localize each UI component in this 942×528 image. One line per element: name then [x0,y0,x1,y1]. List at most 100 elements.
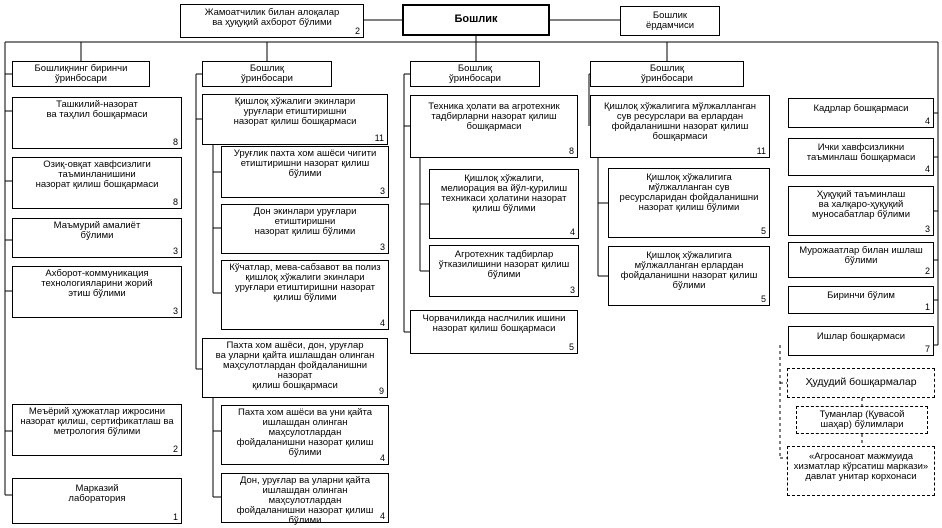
first-deputy-box: Бошлиқнинг биринчи ўринбосари [12,61,150,87]
c4-land-box: Қишлоқ хўжалигига мўлжалланган ерлардан … [608,246,770,306]
c1-normative-title: Меъёрий ҳужжатлар ижросини назорат қилиш… [20,406,174,437]
c2-cotton-seed-staff: 3 [379,186,385,196]
c2-seedlings-box: Кўчатлар, мева-сабзавот ва полиз қишлоқ … [221,260,389,330]
c1-central-lab-staff: 1 [172,512,178,522]
r-legal-box: Ҳуқуқий таъминлаш ва халқаро-ҳуқуқий мун… [788,186,934,236]
deputy-3-title: Бошлиқ ўринбосари [449,63,501,84]
r-appeals-box: Мурожаатлар билан ишлаш бўлими 2 [788,242,934,278]
c4-water-box: Қишлоқ хўжалигига мўлжалланган сув ресур… [608,168,770,238]
c2-cotton-seed-box: Уруғлик пахта хом ашёси чигити етиштириш… [221,146,389,198]
c3-technical-dept-title: Техника ҳолати ва агротехник тадбирларни… [428,101,560,132]
press-service-title: Жамоатчилик билан алоқалар ва ҳуқуқий ах… [204,7,340,28]
c3-livestock-box: Чорвачиликда наслчилик ишини назорат қил… [410,310,578,354]
c4-water-land-dept-staff: 11 [756,146,766,156]
c2-seeds-dept-title: Қишлоқ хўжалиги экинлари уруғлари етишти… [233,96,357,127]
r-first-dept-staff: 1 [924,302,930,312]
r-personnel-staff: 4 [924,116,930,126]
c3-agrotech-title: Агротехник тадбирлар ўтказилишини назора… [438,249,570,280]
c3-machinery-title: Қишлоқ хўжалиги, мелиорация ва йўл-қурил… [440,173,568,214]
c3-machinery-staff: 4 [569,227,575,237]
c2-grain-seed-title: Дон экинлари уруғлари етиштиришни назора… [253,206,357,237]
c1-admin-practice-staff: 3 [172,246,178,256]
c1-ict-box: Ахборот-коммуникация технологияларини жо… [12,266,182,318]
c2-cotton-grain-dept-title: Пахта хом ашёси, дон, уруғлар ва уларни … [215,340,375,391]
c4-water-staff: 5 [760,226,766,236]
c1-food-safety-staff: 8 [172,197,178,207]
c1-central-lab-box: Марказий лаборатория 1 [12,478,182,524]
r-affairs-box: Ишлар бошқармаси 7 [788,326,934,356]
c3-agrotech-box: Агротехник тадбирлар ўтказилишини назора… [429,245,579,297]
r-appeals-staff: 2 [924,266,930,276]
r-districts-title: Туманлар (Қувасой шаҳар) бўлимлари [819,409,905,430]
c1-org-control-box: Ташкилий-назорат ва таҳлил бошқармаси 8 [12,97,182,149]
head-title: Бошлик [454,13,498,25]
c2-grain-seed-staff: 3 [379,242,385,252]
c3-livestock-staff: 5 [568,342,574,352]
deputy-2-box: Бошлиқ ўринбосари [202,61,332,87]
c3-agrotech-staff: 3 [569,285,575,295]
c3-machinery-box: Қишлоқ хўжалиги, мелиорация ва йўл-қурил… [429,169,579,239]
c2-grain-use-box: Дон, уруғлар ва уларни қайта ишлашдан ол… [221,473,389,526]
c2-cotton-grain-dept-box: Пахта хом ашёси, дон, уруғлар ва уларни … [202,338,388,398]
r-security-title: Ички хавфсизликни таъминлаш бошқармаси [806,142,916,163]
c1-org-control-staff: 8 [172,137,178,147]
press-service-staff: 2 [354,26,360,36]
c4-land-staff: 5 [760,294,766,304]
c2-grain-use-title: Дон, уруғлар ва уларни қайта ишлашдан ол… [236,475,374,526]
c1-ict-title: Ахборот-коммуникация технологияларини жо… [41,268,153,299]
deputy-4-title: Бошлиқ ўринбосари [641,63,693,84]
r-regional-box: Ҳудудий бошқармалар [787,368,935,398]
c3-technical-dept-box: Техника ҳолати ва агротехник тадбирларни… [410,95,578,158]
c1-normative-box: Меъёрий ҳужжатлар ижросини назорат қилиш… [12,404,182,456]
r-legal-staff: 3 [924,224,930,234]
c2-cotton-seed-title: Уруғлик пахта хом ашёси чигити етиштириш… [233,148,377,179]
c2-grain-use-staff: 4 [379,511,385,521]
r-security-staff: 4 [924,164,930,174]
deputy-3-box: Бошлиқ ўринбосари [410,61,540,87]
c2-cotton-grain-dept-staff: 9 [378,386,384,396]
c4-water-title: Қишлоқ хўжалигига мўлжалланган сув ресур… [619,172,759,213]
c1-admin-practice-box: Маъмурий амалиёт бўлими 3 [12,218,182,258]
c3-technical-dept-staff: 8 [568,146,574,156]
deputy-4-box: Бошлиқ ўринбосари [590,61,744,87]
assistant-box: Бошлик ёрдамчиси [620,6,720,36]
r-personnel-title: Кадрлар бошқармаси [813,103,909,114]
r-personnel-box: Кадрлар бошқармаси 4 [788,98,934,128]
c1-central-lab-title: Марказий лаборатория [68,483,126,504]
assistant-title: Бошлик ёрдамчиси [645,10,695,31]
c3-livestock-title: Чорвачиликда наслчилик ишини назорат қил… [422,313,566,334]
c2-cotton-use-staff: 4 [379,453,385,463]
c4-water-land-dept-box: Қишлоқ хўжалигига мўлжалланган сув ресур… [590,95,770,158]
r-districts-box: Туманлар (Қувасой шаҳар) бўлимлари [796,406,928,434]
r-enterprise-title: «Агросаноат мажмуида хизматлар кўрсатиш … [793,451,929,482]
c2-seeds-dept-box: Қишлоқ хўжалиги экинлари уруғлари етишти… [202,94,388,145]
r-first-dept-box: Биринчи бўлим 1 [788,286,934,314]
c2-seedlings-staff: 4 [379,318,385,328]
c1-food-safety-title: Озиқ-овқат хавфсизлиги таъминланишини на… [35,159,159,190]
press-service-box: Жамоатчилик билан алоқалар ва ҳуқуқий ах… [180,4,364,38]
c2-seeds-dept-staff: 11 [374,133,384,143]
r-regional-title: Ҳудудий бошқармалар [805,376,917,388]
r-enterprise-box: «Агросаноат мажмуида хизматлар кўрсатиш … [787,446,935,496]
r-affairs-title: Ишлар бошқармаси [816,331,906,342]
deputy-2-title: Бошлиқ ўринбосари [241,63,293,84]
c1-org-control-title: Ташкилий-назорат ва таҳлил бошқармаси [46,99,148,120]
c2-cotton-use-box: Пахта хом ашёси ва уни қайта ишлашдан ол… [221,405,389,465]
c4-land-title: Қишлоқ хўжалигига мўлжалланган ерлардан … [620,250,758,291]
c1-food-safety-box: Озиқ-овқат хавфсизлиги таъминланишини на… [12,157,182,209]
r-legal-title: Ҳуқуқий таъминлаш ва халқаро-ҳуқуқий мун… [811,189,911,220]
head-box: Бошлик [402,4,550,36]
c2-cotton-use-title: Пахта хом ашёси ва уни қайта ишлашдан ол… [236,407,374,458]
r-first-dept-title: Биринчи бўлим [827,290,895,301]
c4-water-land-dept-title: Қишлоқ хўжалигига мўлжалланган сув ресур… [604,101,756,142]
first-deputy-title: Бошлиқнинг биринчи ўринбосари [34,63,128,84]
r-security-box: Ички хавфсизликни таъминлаш бошқармаси 4 [788,138,934,176]
c1-normative-staff: 2 [172,444,178,454]
c1-admin-practice-title: Маъмурий амалиёт бўлими [53,220,141,241]
c1-ict-staff: 3 [172,306,178,316]
c2-grain-seed-box: Дон экинлари уруғлари етиштиришни назора… [221,204,389,254]
r-affairs-staff: 7 [924,344,930,354]
c2-seedlings-title: Кўчатлар, мева-сабзавот ва полиз қишлоқ … [229,262,381,303]
r-appeals-title: Мурожаатлар билан ишлаш бўлими [799,245,923,266]
